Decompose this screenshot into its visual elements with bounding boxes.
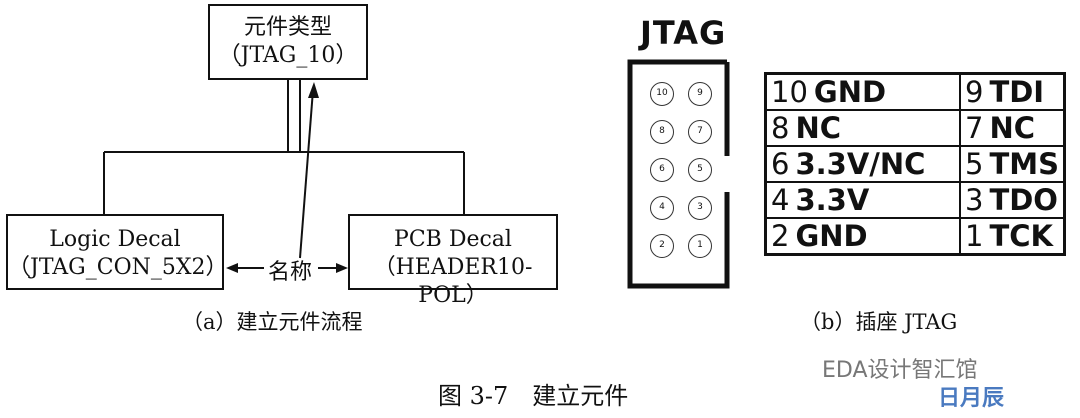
component-type-box: 元件类型 （JTAG_10） xyxy=(208,4,368,80)
logic-decal-box: Logic Decal （JTAG_CON_5X2） xyxy=(6,214,228,290)
connector-pin: 10 xyxy=(650,82,674,106)
pcb-decal-label: PCB Decal xyxy=(394,227,512,252)
logic-decal-value: （JTAG_CON_5X2） xyxy=(8,255,228,280)
jtag-title: JTAG xyxy=(640,14,727,52)
connector-pin: 8 xyxy=(650,120,674,144)
figure-caption: 图 3-7 建立元件 xyxy=(438,382,629,410)
pcb-decal-value: （HEADER10-POL） xyxy=(373,255,533,308)
component-type-label: 元件类型 xyxy=(243,15,332,40)
logic-decal-label: Logic Decal xyxy=(49,227,181,252)
caption-b: （b）插座 JTAG xyxy=(800,310,958,334)
name-label: 名称 xyxy=(268,260,313,285)
connector-pin: 3 xyxy=(688,196,712,220)
caption-a: （a）建立元件流程 xyxy=(182,310,363,334)
pcb-decal-box: PCB Decal （HEADER10-POL） xyxy=(348,214,558,308)
connector-pin: 4 xyxy=(650,196,674,220)
connector-pin: 2 xyxy=(650,234,674,258)
connector-pin: 1 xyxy=(688,234,712,258)
watermark-text: EDA设计智汇馆 xyxy=(822,358,978,383)
connector-pin: 9 xyxy=(688,82,712,106)
watermark-logo-text: 日月辰 xyxy=(938,386,1005,411)
connector-pin: 5 xyxy=(688,158,712,182)
connector-pin: 7 xyxy=(688,120,712,144)
connector-pin: 6 xyxy=(650,158,674,182)
component-type-value: （JTAG_10） xyxy=(218,43,358,68)
